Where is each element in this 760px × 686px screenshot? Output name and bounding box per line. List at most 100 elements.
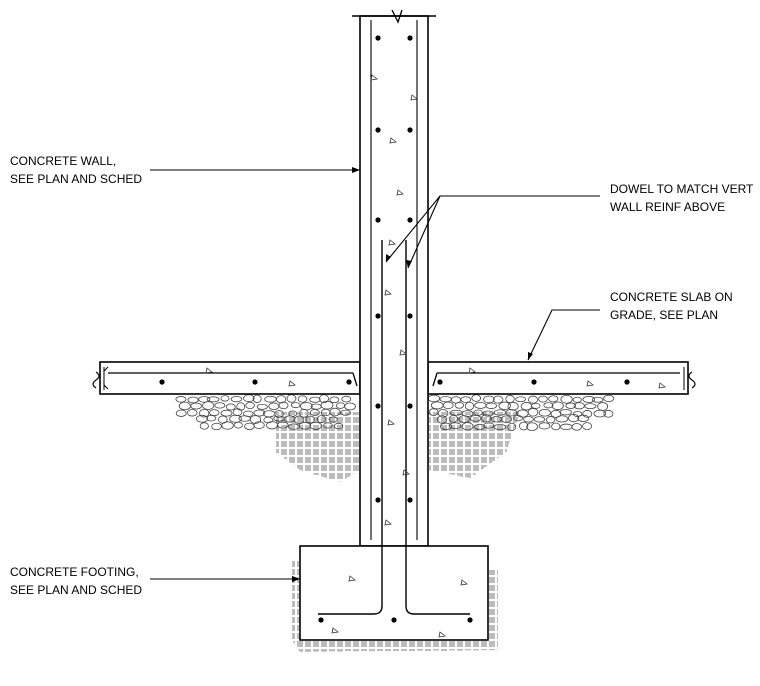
rebar-dot [375,313,381,319]
gravel-stone [268,402,280,411]
dowel-bars [318,240,470,615]
gravel-stone [187,396,199,404]
gravel-stone [252,394,262,403]
gravel-stone [458,415,470,424]
gravel-stone [220,395,230,402]
gravel-stone [276,395,287,404]
aggregate-mark [410,94,418,101]
gravel-stone [290,402,301,409]
dowel-leader-2 [407,195,441,269]
concrete-aggregate-marks [205,74,666,638]
gravel-stone [276,421,289,429]
gravel-stone [309,421,322,430]
gravel-stone [527,408,539,417]
dowel-note-line2: WALL REINF ABOVE [610,200,726,214]
aggregate-mark [370,74,378,81]
gravel-stone [474,423,486,430]
gravel-stone [474,401,487,409]
gravel-stone [299,408,309,418]
rebar-dot [407,217,413,223]
aggregate-mark [399,349,407,356]
gravel-stone [245,401,255,410]
gravel-stone [603,409,614,418]
wall-top-break-mark [352,9,436,24]
gravel-stone [202,401,215,410]
slab-left-break-mark [92,371,100,389]
gravel-stone [454,401,465,409]
gravel-stone [483,422,495,429]
gravel-stone [483,395,495,404]
slab-note-line2: GRADE, SEE PLAN [610,308,719,322]
gravel-stone [528,395,539,404]
gravel-stone [568,413,580,423]
gravel-stone [329,407,341,417]
gravel-stone [256,403,268,410]
rebar-dot [346,379,352,385]
aggregate-mark [402,469,410,476]
aggregate-mark [387,419,395,426]
gravel-stone [465,401,475,411]
slab-leader [527,309,600,361]
footing-note-line2: SEE PLAN AND SCHED [10,583,143,597]
gravel-stone [323,422,333,429]
gravel-stone [333,422,344,430]
rebar-dot [391,617,397,623]
gravel-stone [515,396,526,403]
aggregate-mark [460,579,468,586]
gravel-stone [253,421,265,429]
gravel-stone [233,421,243,429]
gravel-stone [591,396,604,403]
gravel-stone [507,401,519,411]
gravel-stone [442,401,454,410]
rebar-dot [375,127,381,133]
aggregate-mark [468,367,476,374]
gravel-stone [538,408,551,417]
leader-lines [150,169,600,580]
slab-note: CONCRETE SLAB ON GRADE, SEE PLAN [610,288,733,324]
gravel-stone [253,409,266,417]
slab-right [427,361,689,395]
rebar-dot [437,379,443,385]
gravel-stone [439,396,452,403]
rebar-dot [159,379,165,385]
gravel-stone [244,422,255,430]
gravel-stone [500,415,512,423]
gravel-stone [597,402,609,411]
aggregate-mark [438,631,446,638]
rebar-dot [407,127,413,133]
gravel-stone [206,396,220,403]
gravel-stone [175,396,187,403]
rebar-dot [375,497,381,503]
gravel-stone [551,422,561,431]
gravel-stone [533,416,546,423]
gravel-stone [428,408,439,416]
gravel-stone [286,394,297,403]
rebar-dot [318,617,324,623]
gravel-stone [584,403,597,410]
rebar-dot [375,403,381,409]
gravel-stone [498,401,511,410]
gravel-stone [543,402,554,409]
gravel-stone [238,415,251,422]
gravel-stone [492,395,504,404]
soil-right [428,412,520,478]
aggregate-mark [384,519,392,526]
gravel-stone [199,422,209,430]
slab-right-break-mark [688,371,696,389]
gravel-stone [555,415,569,423]
gravel-stone [485,402,497,409]
rebar-dot [407,497,413,503]
gravel-stone [320,400,334,410]
gravel-stone [305,415,315,424]
gravel-stone [505,394,515,404]
gravel-stone [211,422,222,431]
gravel-stone [437,415,448,424]
slab-note-line1: CONCRETE SLAB ON [610,290,733,304]
gravel-stone [551,401,564,411]
gravel-stone [440,422,453,430]
gravel-stone [316,415,326,424]
aggregate-mark [389,137,397,144]
aggregate-mark [348,575,356,582]
gravel-stone [482,410,494,417]
gravel-stone [565,402,577,409]
